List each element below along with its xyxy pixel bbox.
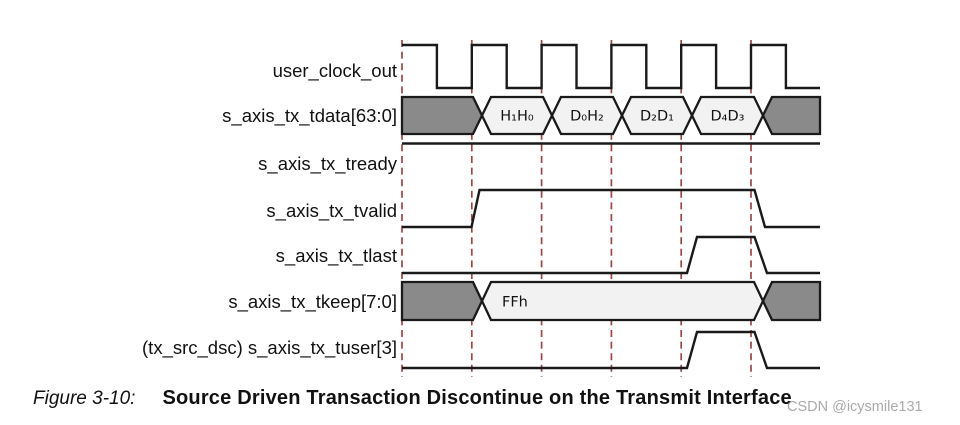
tdata-segment-unknown-right xyxy=(761,95,822,136)
tdata-value-2: D₀H₂ xyxy=(570,109,604,125)
clock-edge-gridlines xyxy=(401,40,752,377)
tdata-segment-unknown-left xyxy=(400,95,484,136)
tkeep-bus-waveform: FFh xyxy=(400,280,822,322)
signal-label-tuser: (tx_src_dsc) s_axis_tx_tuser[3] xyxy=(142,337,397,359)
tkeep-segment-unknown-right xyxy=(761,280,822,322)
signal-label-user-clock-out: user_clock_out xyxy=(273,60,397,82)
signal-labels: user_clock_out s_axis_tx_tdata[63:0] s_a… xyxy=(142,60,398,359)
figure-caption-label: Figure 3-10: xyxy=(33,388,136,409)
user-clock-out-waveform xyxy=(402,43,820,90)
signal-label-tkeep: s_axis_tx_tkeep[7:0] xyxy=(228,291,397,313)
tdata-value-4: D₄D₃ xyxy=(711,109,745,125)
tvalid-waveform xyxy=(402,188,820,229)
signal-label-tvalid: s_axis_tx_tvalid xyxy=(266,200,397,222)
waveforms: H₁H₀ D₀H₂ D₂D₁ D₄D₃ FFh xyxy=(400,43,822,370)
tdata-value-1: H₁H₀ xyxy=(500,109,534,125)
tkeep-segment-unknown-left xyxy=(400,280,484,322)
signal-label-tready: s_axis_tx_tready xyxy=(258,153,398,175)
watermark-text: CSDN @icysmile131 xyxy=(787,399,923,415)
tdata-value-3: D₂D₁ xyxy=(640,109,674,125)
figure-caption: Figure 3-10: Source Driven Transaction Di… xyxy=(33,387,792,410)
tkeep-value: FFh xyxy=(502,295,528,311)
tdata-bus-waveform: H₁H₀ D₀H₂ D₂D₁ D₄D₃ xyxy=(400,95,822,136)
tlast-waveform xyxy=(402,235,820,275)
signal-label-tdata: s_axis_tx_tdata[63:0] xyxy=(222,105,397,127)
signal-label-tlast: s_axis_tx_tlast xyxy=(276,245,397,267)
figure-caption-title: Source Driven Transaction Discontinue on… xyxy=(162,387,792,409)
tuser-waveform xyxy=(402,330,820,370)
